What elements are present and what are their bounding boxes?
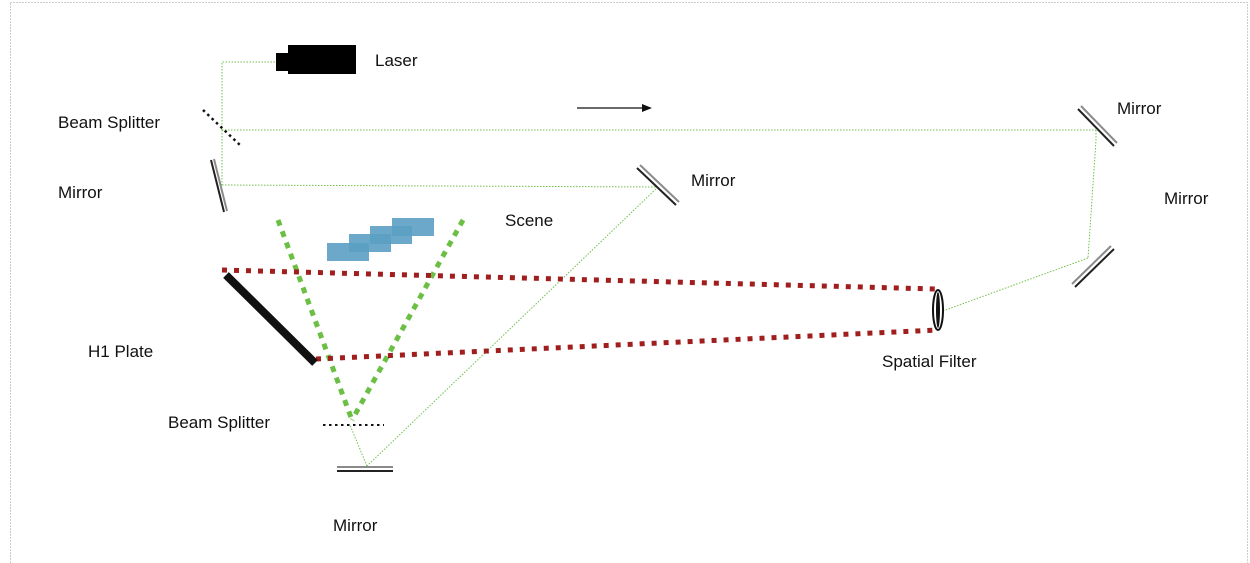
beam-splitter-bottom-label: Beam Splitter bbox=[168, 413, 270, 432]
direction-arrow-icon bbox=[577, 104, 652, 112]
frame-border bbox=[10, 2, 1248, 563]
mirror-right-icon bbox=[1071, 245, 1115, 288]
spatial-filter-label: Spatial Filter bbox=[882, 352, 977, 371]
mirror-right-label: Mirror bbox=[1164, 189, 1209, 208]
object-beam-right bbox=[349, 218, 466, 422]
laser-icon bbox=[276, 45, 356, 74]
laser-label: Laser bbox=[375, 51, 418, 70]
beam-top-right-to-right-mirror bbox=[1087, 130, 1097, 259]
beam-left-mirror-to-center-mirror bbox=[221, 184, 659, 188]
reference-beam-paths bbox=[221, 267, 939, 362]
reference-beam-bottom bbox=[315, 327, 939, 362]
mirror-left-icon bbox=[210, 158, 228, 213]
spatial-filter-icon bbox=[932, 289, 944, 331]
beam-laser-to-splitter bbox=[221, 61, 275, 130]
mirror-top-right-label: Mirror bbox=[1117, 99, 1162, 118]
mirror-left-label: Mirror bbox=[58, 183, 103, 202]
beam-center-mirror-to-bottom-mirror bbox=[366, 186, 659, 467]
mirror-top-right-icon bbox=[1077, 105, 1118, 147]
mirror-center-top-icon bbox=[636, 164, 680, 206]
h1-plate-label: H1 Plate bbox=[88, 342, 153, 361]
scene-object-icon bbox=[327, 218, 434, 261]
mirror-bottom-icon bbox=[337, 466, 393, 472]
laser-beam-paths bbox=[221, 61, 1097, 467]
beam-right-mirror-to-spatial-filter bbox=[939, 257, 1089, 313]
scene-label: Scene bbox=[505, 211, 553, 230]
h1-plate-icon bbox=[223, 272, 318, 366]
beam-splitter-top-icon bbox=[202, 109, 242, 147]
beam-bottom-mirror-to-beam-splitter bbox=[349, 424, 368, 467]
mirror-center-top-label: Mirror bbox=[691, 171, 736, 190]
reference-beam-top bbox=[221, 267, 937, 292]
mirror-bottom-label: Mirror bbox=[333, 516, 378, 535]
beam-splitter-top-label: Beam Splitter bbox=[58, 113, 160, 132]
object-beam-paths bbox=[275, 218, 466, 422]
